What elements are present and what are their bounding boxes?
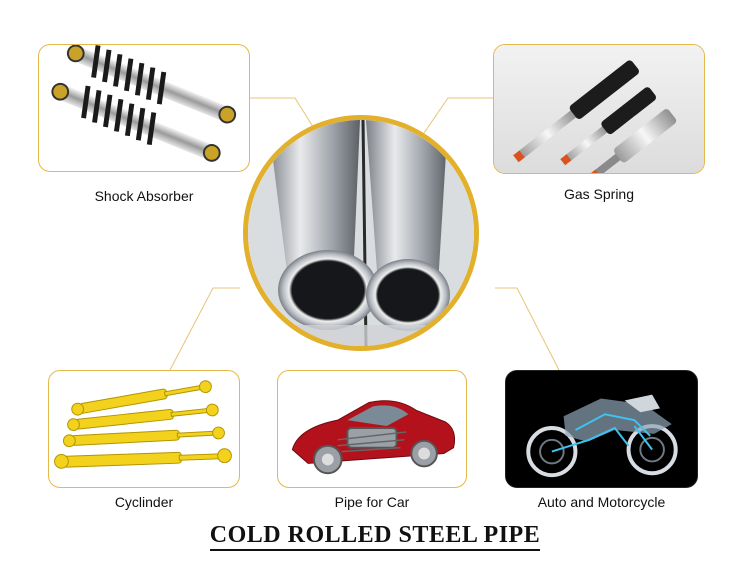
shock-absorber-caption: Shock Absorber [94,188,194,204]
car-icon [291,400,456,475]
steel-pipe-icon [248,120,474,346]
car-card[interactable] [277,370,467,488]
hydraulic-cylinder-icon [54,380,232,469]
page-title: COLD ROLLED STEEL PIPE [0,522,750,551]
motorcycle-caption: Auto and Motorcycle [537,494,666,510]
shock-absorber-icon [51,45,237,162]
motorcycle-card[interactable] [505,370,698,488]
motorcycle-icon [506,371,697,487]
gas-spring-caption: Gas Spring [563,186,635,202]
cylinder-card[interactable] [48,370,240,488]
gas-spring-card[interactable] [493,44,705,174]
car-caption: Pipe for Car [334,494,410,510]
gas-spring-icon [494,45,704,173]
center-pipe-circle [243,115,479,351]
page-title-text: COLD ROLLED STEEL PIPE [209,522,541,551]
shock-absorber-card[interactable] [38,44,250,172]
cylinder-caption: Cyclinder [114,494,174,510]
